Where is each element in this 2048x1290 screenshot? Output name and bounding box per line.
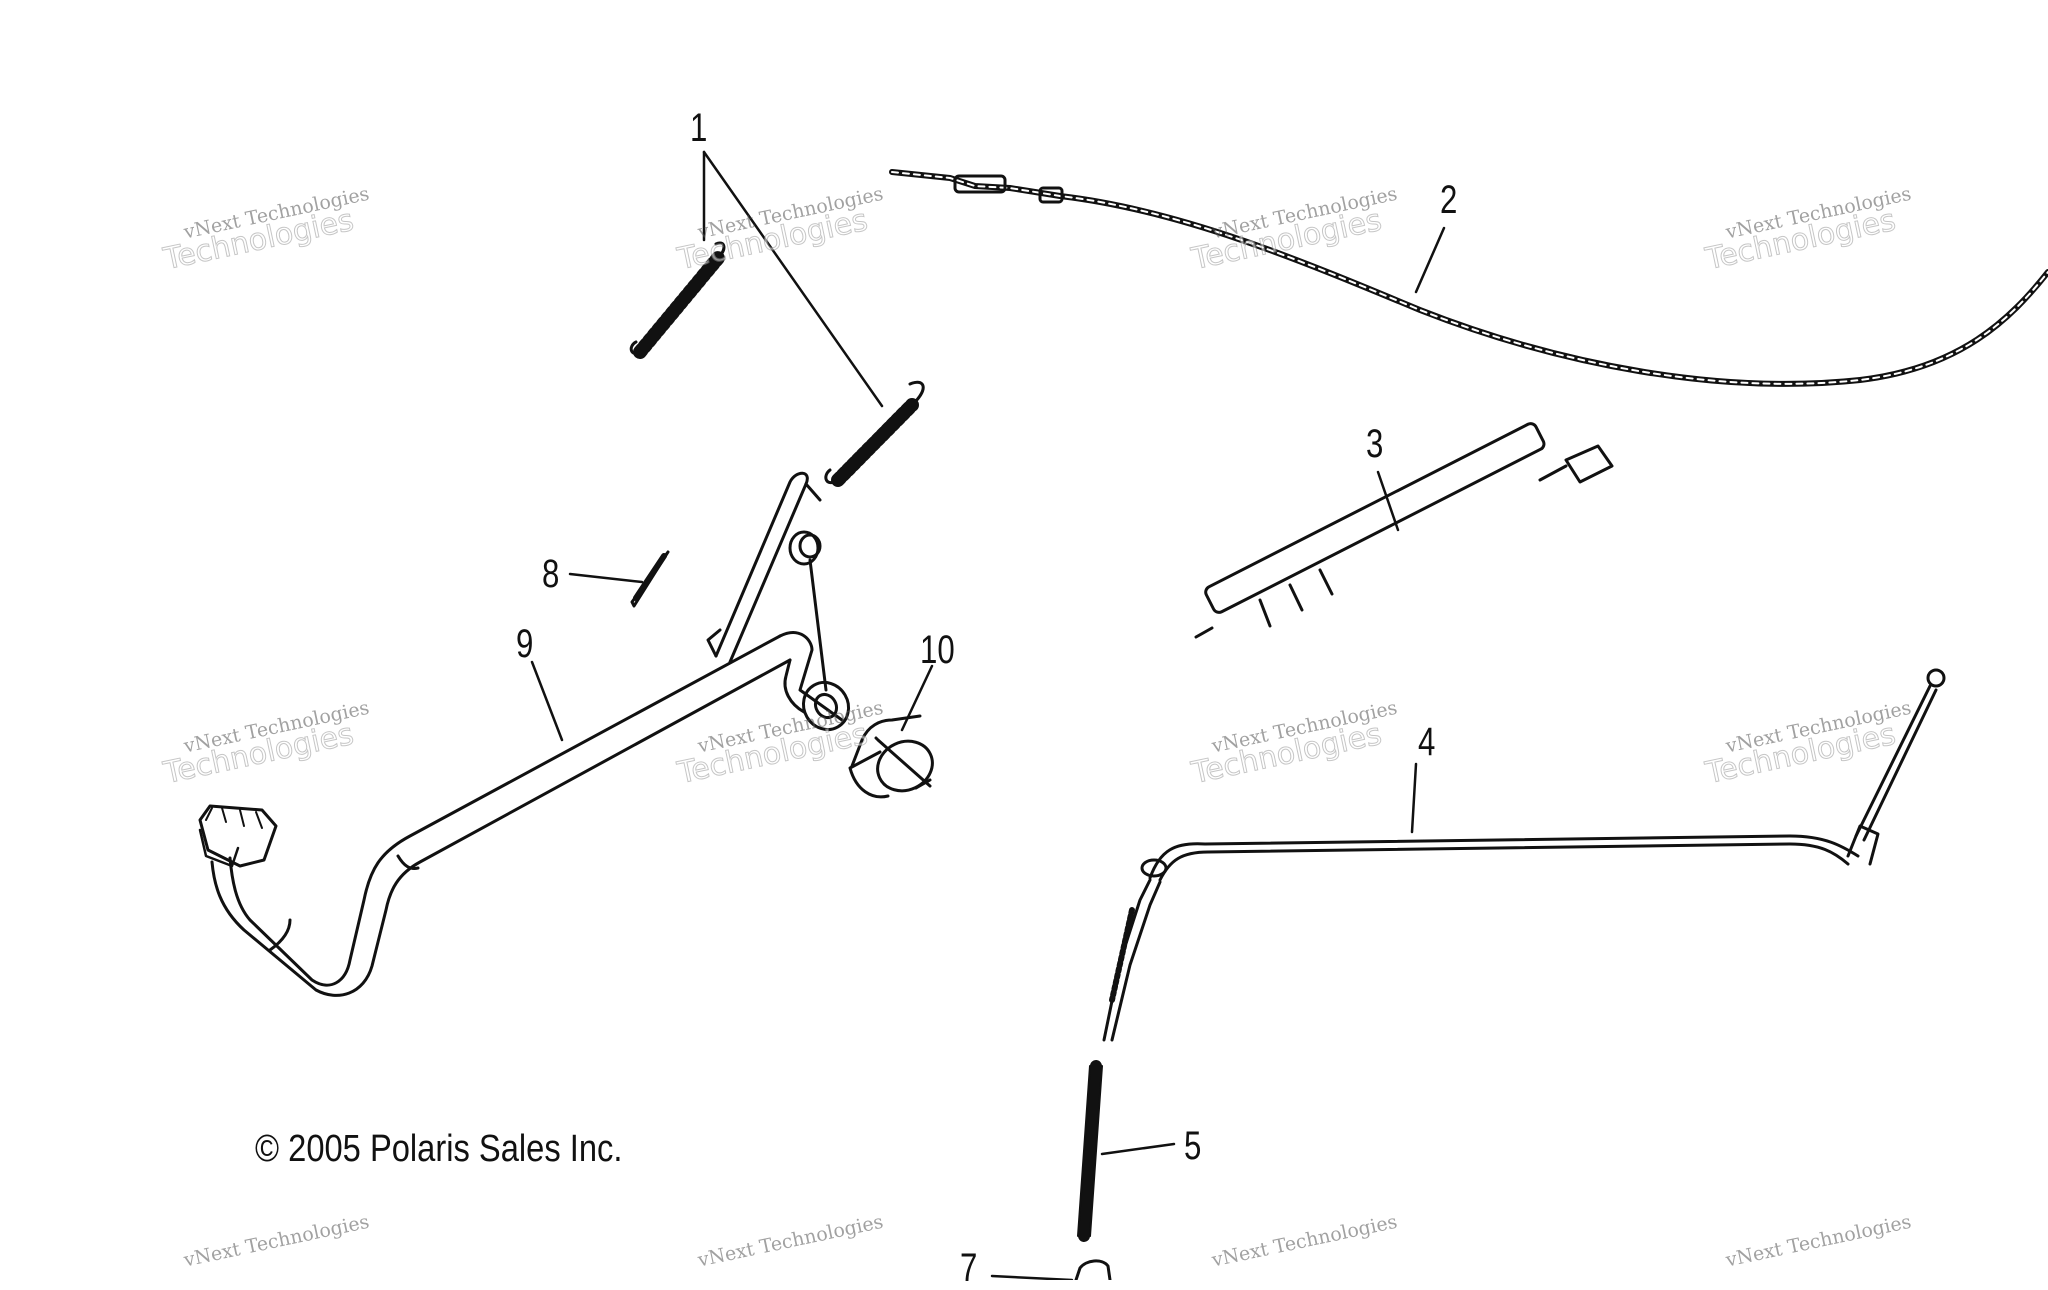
- callout-3: 3: [1366, 422, 1384, 466]
- callout-10: 10: [920, 628, 955, 672]
- callout-9: 9: [516, 622, 534, 666]
- leader-3: [1376, 470, 1400, 532]
- callout-5: 5: [1184, 1124, 1202, 1168]
- callout-1: 1: [690, 106, 708, 150]
- brake-cable: [889, 169, 2048, 387]
- leader-2: [1414, 226, 1446, 294]
- spring-lower: [824, 380, 925, 487]
- leader-9: [530, 660, 564, 742]
- rear-brake-cable: [1102, 668, 1946, 1042]
- callout-8: 8: [542, 552, 560, 596]
- cotter-pin: [630, 550, 670, 608]
- spring-upper: [629, 241, 726, 359]
- leader-7: [990, 1274, 1074, 1280]
- leader-5: [1100, 1142, 1176, 1156]
- adjuster-rod: [1194, 422, 1614, 639]
- cable-sleeve: [1077, 1060, 1103, 1242]
- callout-4: 4: [1418, 720, 1436, 764]
- leader-1b: [702, 150, 884, 408]
- callout-7: 7: [960, 1246, 978, 1290]
- leader-10: [900, 664, 934, 732]
- leader-8: [568, 572, 644, 584]
- brake-pedal: [198, 471, 851, 997]
- callout-2: 2: [1440, 178, 1458, 222]
- bushing: [848, 714, 934, 799]
- clip: [1074, 1259, 1112, 1280]
- copyright-notice: © 2005 Polaris Sales Inc.: [255, 1128, 623, 1170]
- leader-4: [1410, 762, 1418, 834]
